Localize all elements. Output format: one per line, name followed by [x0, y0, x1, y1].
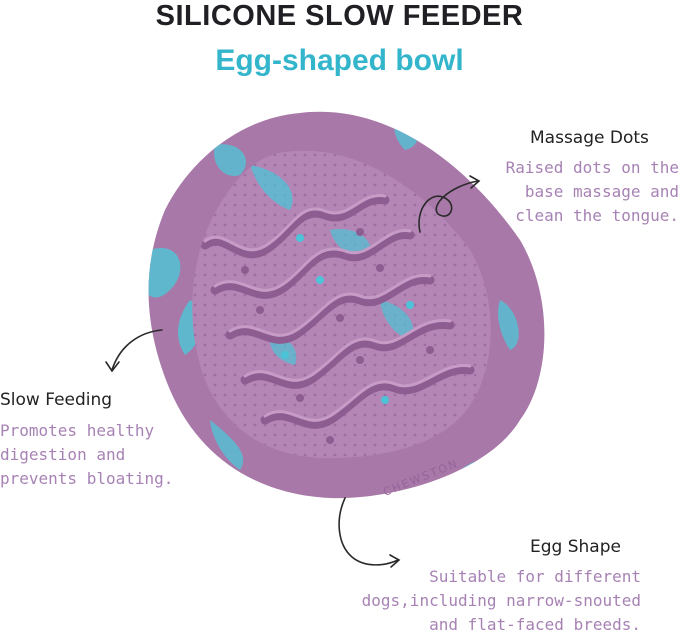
egg-shape-arrow [338, 497, 399, 566]
slow-feeding-line: Promotes healthy [0, 421, 155, 440]
egg-shape-line: Suitable for different [429, 567, 641, 586]
slow-feeding-arrow [111, 329, 163, 371]
page-subtitle: Egg-shaped bowl [215, 44, 464, 77]
slow-feeding-line: digestion and [0, 445, 126, 464]
massage-dots-line: clean the tongue. [515, 206, 679, 225]
callout-arrows [105, 175, 481, 568]
massage-dots-heading: Massage Dots [530, 128, 649, 148]
slow-feeding-heading: Slow Feeding [0, 390, 113, 410]
slow-feeding-line: prevents bloating. [0, 469, 174, 488]
egg-shape-line: and flat-faced breeds. [429, 615, 641, 634]
massage-dots-line: base massage and [524, 182, 679, 201]
massage-dots-line: Raised dots on the [505, 158, 679, 177]
slow-feeding-description: Promotes healthy digestion and prevents … [0, 419, 173, 491]
massage-dots-description: Raised dots on the base massage and clea… [479, 156, 679, 228]
egg-shape-heading: Egg Shape [530, 537, 621, 557]
massage-pegs [241, 228, 434, 444]
massage-dots-arrow [418, 180, 479, 233]
egg-shape-description: Suitable for different dogs,including na… [341, 565, 641, 637]
page-title: SILICONE SLOW FEEDER [155, 0, 524, 32]
egg-shape-line: dogs,including narrow-snouted [361, 591, 641, 610]
wavy-ridges [200, 194, 475, 429]
